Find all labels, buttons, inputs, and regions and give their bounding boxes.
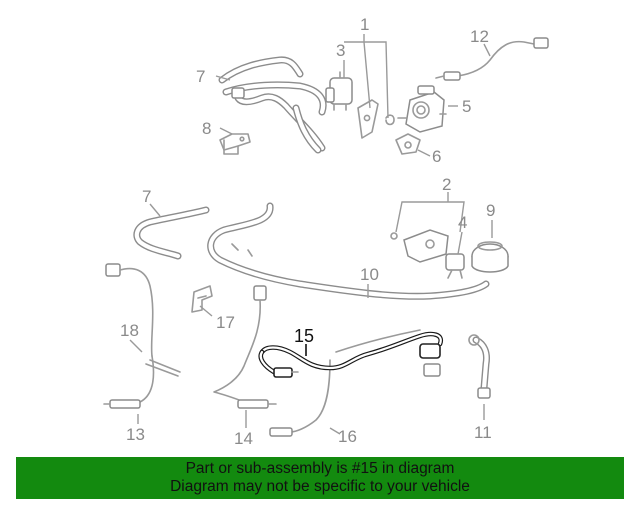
part-14-oxygen-sensor (213, 285, 277, 409)
callout-13: 13 (126, 425, 145, 444)
part-12-oxygen-sensor (435, 37, 549, 81)
part-4-valve (445, 253, 465, 279)
part-9-canister (471, 241, 509, 273)
callout-16: 16 (338, 427, 357, 446)
callout-15: 15 (294, 326, 314, 346)
callout-7-upper: 7 (196, 67, 205, 86)
part-11-pipe (468, 334, 491, 399)
callout-10: 10 (360, 265, 379, 284)
callout-3: 3 (336, 41, 345, 60)
callout-14: 14 (234, 429, 253, 448)
info-banner: Part or sub-assembly is #15 in diagram D… (16, 457, 624, 499)
part-6-gasket (395, 133, 421, 155)
part-7-vacuum-hose-lower (133, 206, 210, 260)
part-5-egr-valve (397, 85, 447, 133)
part-17-bracket (191, 285, 213, 313)
callout-6: 6 (432, 147, 441, 166)
part-8-bracket (219, 133, 251, 155)
callout-11: 11 (474, 423, 492, 442)
callout-8: 8 (202, 119, 211, 138)
callout-2: 2 (442, 175, 451, 194)
callout-4: 4 (458, 213, 467, 232)
part-13-18-oxygen-sensor (103, 263, 181, 409)
parts-diagram: 1 3 7 8 5 6 12 7 2 9 4 10 17 18 15 13 14… (103, 15, 549, 448)
leader-lines (129, 34, 493, 435)
callout-18: 18 (120, 321, 139, 340)
part-3-solenoid (325, 71, 353, 111)
banner-line-disclaimer: Diagram may not be specific to your vehi… (170, 478, 470, 495)
part-1-bracket (357, 99, 395, 139)
part-15-oxygen-sensor-highlighted (258, 331, 444, 378)
callout-9: 9 (486, 201, 495, 220)
callout-5: 5 (462, 97, 471, 116)
callout-1: 1 (360, 15, 369, 34)
part-10-line (207, 202, 490, 300)
part-16-oxygen-sensor (269, 329, 421, 437)
callout-7-lower: 7 (142, 187, 151, 206)
callout-17: 17 (216, 313, 235, 332)
part-7-vacuum-hose-upper (218, 56, 327, 154)
part-2-bracket (390, 229, 449, 263)
banner-line-part: Part or sub-assembly is #15 in diagram (185, 460, 455, 477)
callout-12: 12 (470, 27, 489, 46)
